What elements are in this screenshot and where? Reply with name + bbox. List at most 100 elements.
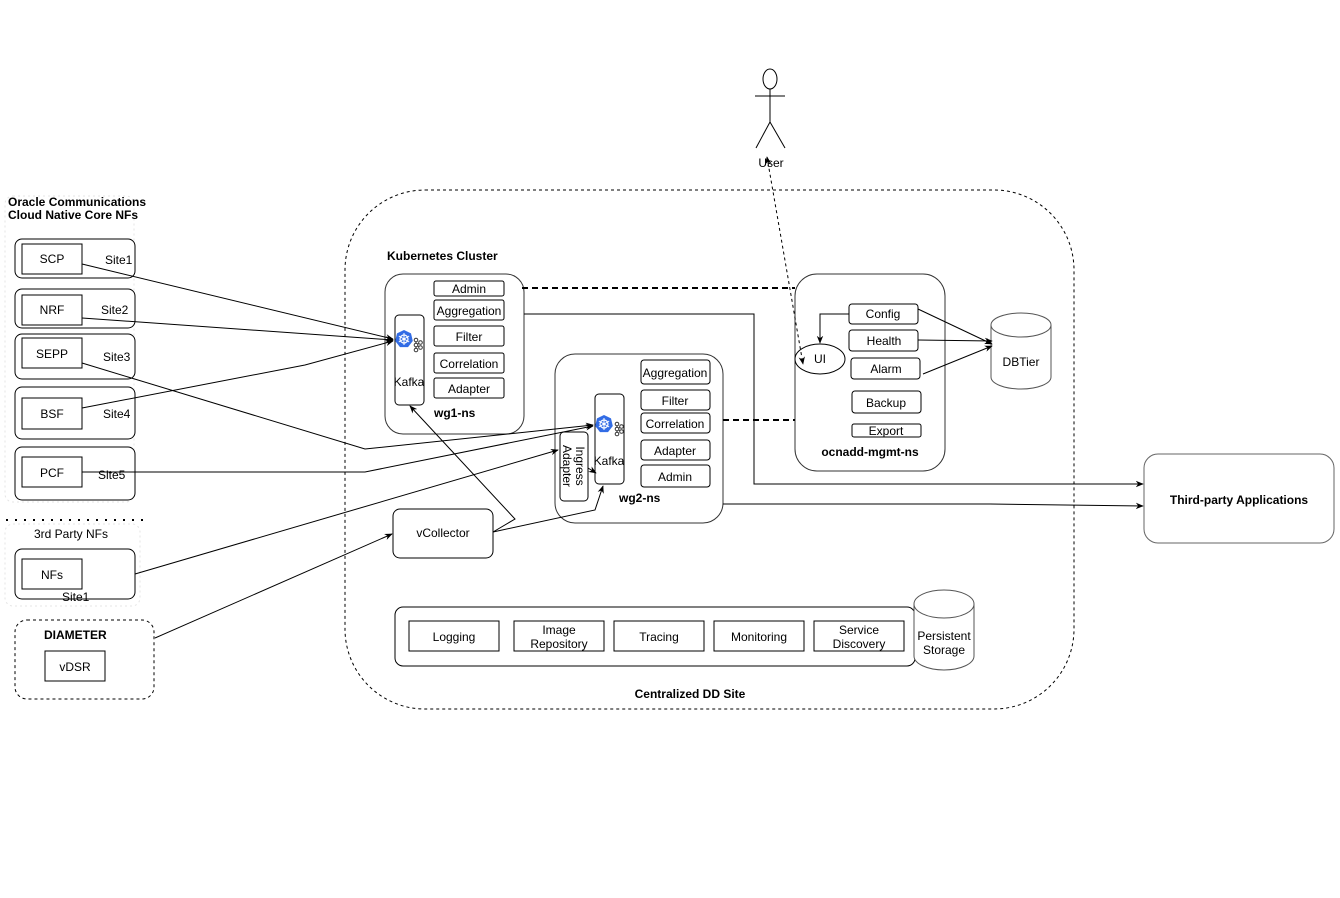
persistent-storage-cylinder[interactable]: Persistent Storage xyxy=(913,589,975,671)
site-third-party[interactable]: NFs Site1 xyxy=(14,548,136,604)
nf-box-scp[interactable] xyxy=(21,243,83,275)
ingress-line-1: Ingress xyxy=(573,446,587,485)
vdsr-label: vDSR xyxy=(59,660,91,674)
nf-box-pcf[interactable] xyxy=(21,456,83,488)
oracle-nf-group: Oracle Communications Cloud Native Core … xyxy=(4,195,146,503)
site-pcf[interactable]: PCF Site5 xyxy=(14,446,136,501)
site-label: Site1 xyxy=(62,590,90,604)
platform-service-tracing[interactable]: Tracing xyxy=(613,620,705,652)
third-party-apps-box xyxy=(1143,453,1335,544)
nf-box-nrf[interactable] xyxy=(21,294,83,326)
wg1-service-label: Aggregation xyxy=(437,304,502,318)
service-label: Tracing xyxy=(639,630,679,644)
nf-label: NFs xyxy=(41,568,63,582)
service-label: Monitoring xyxy=(731,630,787,644)
site-bsf[interactable]: BSF Site4 xyxy=(14,386,136,440)
wg2-service-label: Correlation xyxy=(646,417,705,431)
service-label-line2: Discovery xyxy=(833,637,886,651)
edge-bsf-to-wg1-kafka xyxy=(81,339,394,409)
mgmt-namespace[interactable]: UI Config Health Alarm Backup Export ocn… xyxy=(794,273,946,472)
user-actor[interactable]: User xyxy=(755,68,786,170)
wg1-kafka-box[interactable] xyxy=(394,314,425,406)
wg1-service-adapter[interactable] xyxy=(433,377,505,399)
wg2-namespace[interactable]: Kafka IngressAdapter Aggregation Filter … xyxy=(554,353,724,524)
mgmt-service-label: Health xyxy=(867,334,902,348)
wg2-service-adapter[interactable] xyxy=(640,439,711,461)
service-label-line1: Service xyxy=(839,623,879,637)
ingress-adapter-label: IngressAdapter xyxy=(560,445,587,487)
oracle-nf-group-title-1: Oracle Communications xyxy=(8,195,146,209)
mgmt-service-backup[interactable] xyxy=(851,390,922,414)
service-label-line2: Repository xyxy=(530,637,587,651)
centralized-dd-site-title: Centralized DD Site xyxy=(635,687,746,701)
site-sepp[interactable]: SEPP Site3 xyxy=(14,333,136,380)
wg1-service-admin[interactable] xyxy=(433,280,505,297)
site-label: Site4 xyxy=(103,407,131,421)
third-party-nf-group: 3rd Party NFs NFs Site1 xyxy=(4,523,141,607)
wg1-kafka-label: Kafka xyxy=(394,375,425,389)
wg1-namespace[interactable]: Kafka Admin Aggregation Filter Correlati… xyxy=(384,273,525,435)
vcollector-label: vCollector xyxy=(416,526,469,540)
site-nrf[interactable]: NRF Site2 xyxy=(14,288,136,329)
edge-nrf-to-wg1-kafka xyxy=(81,317,394,343)
service-label: Logging xyxy=(433,630,476,644)
actor-leg-right xyxy=(769,121,786,149)
edge-config-to-ui xyxy=(816,313,849,344)
wg1-service-label: Admin xyxy=(452,282,486,296)
wg2-service-admin[interactable] xyxy=(640,464,711,488)
storage-top xyxy=(913,589,975,619)
nf-box-bsf[interactable] xyxy=(21,397,83,430)
diameter-group[interactable]: DIAMETER vDSR xyxy=(14,619,155,700)
platform-service-service-discovery[interactable]: Service Discovery xyxy=(813,620,905,652)
edge-vdsr-to-vcollector xyxy=(154,533,393,639)
mgmt-service-alarm[interactable] xyxy=(850,357,921,380)
wg1-service-aggregation[interactable] xyxy=(433,299,505,321)
site-label: Site5 xyxy=(98,468,126,482)
edge-alarm-to-dbtier xyxy=(922,345,993,375)
service-box xyxy=(713,620,805,652)
wg1-service-correlation[interactable] xyxy=(433,352,505,374)
kubernetes-cluster-label: Kubernetes Cluster xyxy=(387,249,498,263)
nf-label: SCP xyxy=(40,252,65,266)
wg1-service-label: Filter xyxy=(456,330,483,344)
ingress-adapter-box[interactable] xyxy=(559,431,589,502)
nf-label: NRF xyxy=(40,303,65,317)
oracle-nf-group-title-2: Cloud Native Core NFs xyxy=(8,208,138,222)
service-box xyxy=(813,620,905,652)
wg2-service-filter[interactable] xyxy=(640,389,711,411)
vcollector-box[interactable] xyxy=(392,508,494,559)
wg1-service-filter[interactable] xyxy=(433,325,505,347)
vcollector-node[interactable]: vCollector xyxy=(392,508,494,559)
edge-wg1-to-third-party-apps xyxy=(524,313,1144,488)
service-box xyxy=(513,620,605,652)
mgmt-service-label: Backup xyxy=(866,396,906,410)
wg2-service-correlation[interactable] xyxy=(640,412,711,434)
mgmt-service-export[interactable] xyxy=(851,423,922,438)
wg1-ns-label: wg1-ns xyxy=(433,406,476,420)
storage-label-line1: Persistent xyxy=(917,629,971,643)
nf-box-sepp[interactable] xyxy=(21,337,83,369)
mgmt-service-label: Export xyxy=(869,424,904,438)
edge-vcollector-to-wg1-kafka xyxy=(409,405,516,533)
centralized-dd-site-border xyxy=(344,189,1075,710)
edge-ingress-to-wg2-kafka xyxy=(587,466,597,474)
platform-service-logging[interactable]: Logging xyxy=(408,620,500,652)
wg2-service-aggregation[interactable] xyxy=(640,359,711,385)
edge-wg2-to-third-party-apps xyxy=(723,502,1144,510)
ingress-line-2: Adapter xyxy=(560,445,574,487)
platform-service-image-repository[interactable]: Image Repository xyxy=(513,620,605,652)
wg2-kafka-box[interactable] xyxy=(594,393,625,485)
site-scp[interactable]: SCP Site1 xyxy=(14,238,136,279)
edge-vcollector-to-wg2-kafka xyxy=(492,485,604,533)
platform-service-monitoring[interactable]: Monitoring xyxy=(713,620,805,652)
nf-box-third-party[interactable] xyxy=(21,558,83,590)
vdsr-box[interactable] xyxy=(44,650,106,682)
nf-label: BSF xyxy=(40,407,63,421)
diameter-title: DIAMETER xyxy=(44,628,107,642)
mgmt-service-label: Config xyxy=(866,307,901,321)
third-party-applications[interactable]: Third-party Applications xyxy=(1143,453,1335,544)
site-label: Site1 xyxy=(105,253,133,267)
dbtier-cylinder[interactable]: DBTier xyxy=(990,312,1052,390)
storage-label-line2: Storage xyxy=(923,643,965,657)
